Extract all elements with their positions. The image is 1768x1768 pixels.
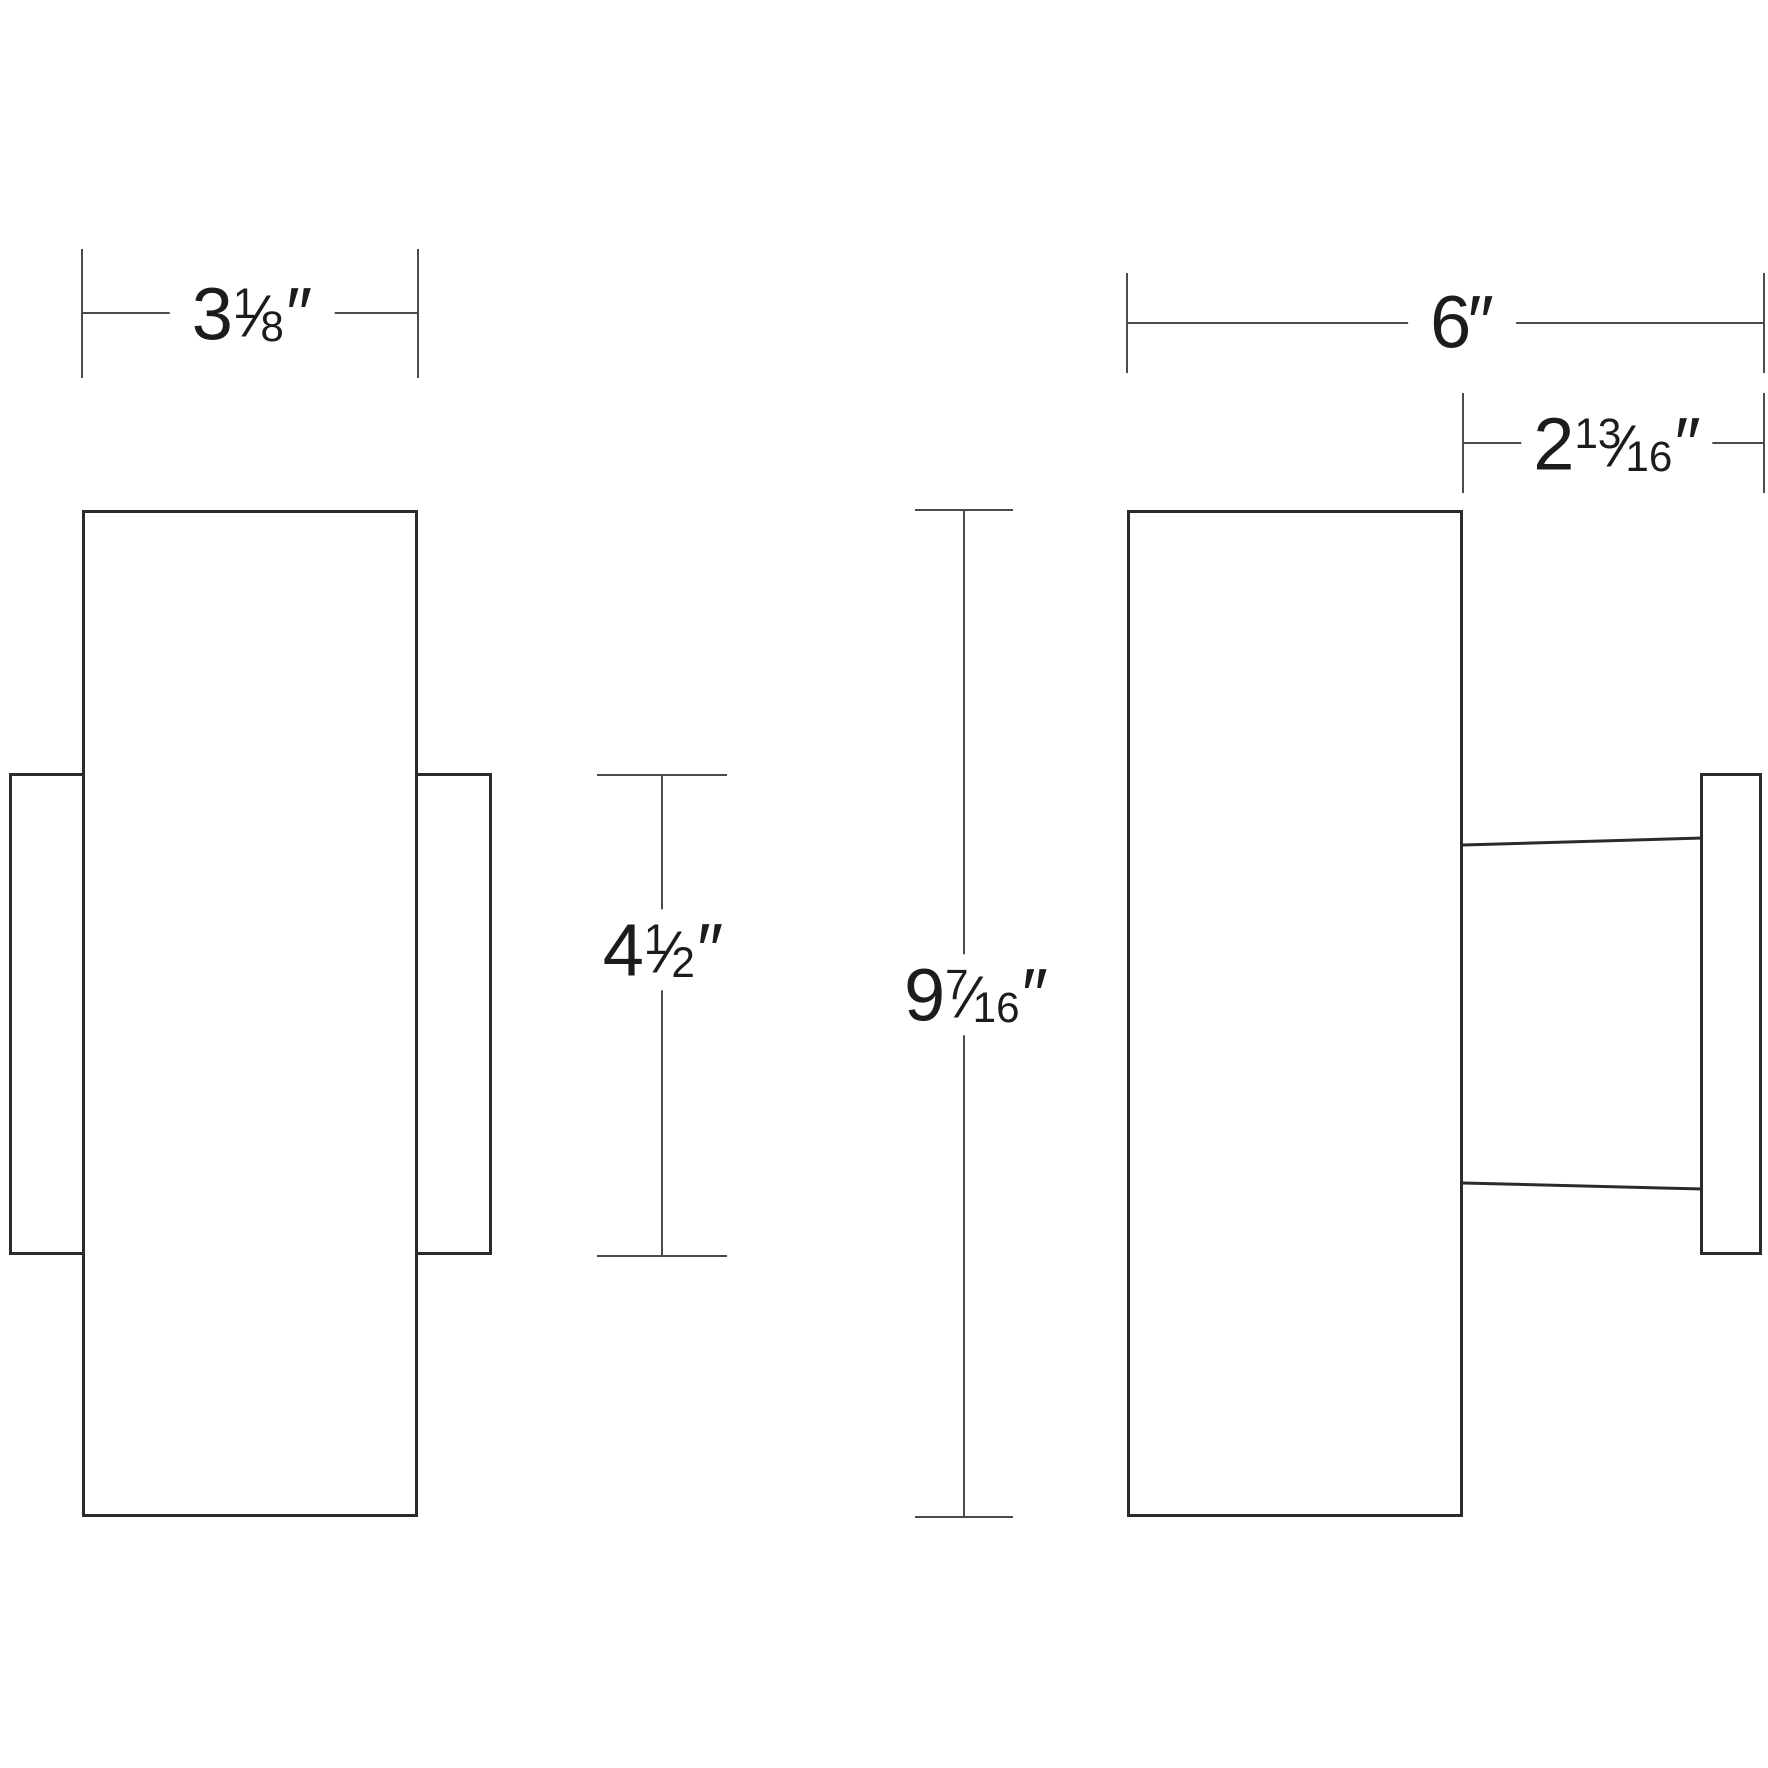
dim-value-numerator: 7 — [945, 961, 969, 1009]
dim-extension-depth-label: 213⁄16″ — [1521, 402, 1713, 486]
dim-overall-height-label: 97⁄16″ — [894, 953, 1058, 1037]
fraction-slash: ⁄ — [664, 918, 675, 986]
inches-mark: ″ — [1674, 402, 1701, 486]
dim-value-whole: 2 — [1533, 402, 1575, 486]
dim-front-width-tick-right — [417, 249, 419, 378]
inches-mark: ″ — [286, 272, 313, 356]
dim-backplate-height-line — [661, 775, 663, 1256]
dim-value-denominator: 16 — [1625, 432, 1673, 480]
fraction-slash: ⁄ — [965, 963, 976, 1031]
inches-mark: ″ — [1021, 953, 1048, 1037]
dim-value-whole: 6 — [1430, 280, 1472, 364]
dim-value-whole: 4 — [602, 908, 644, 992]
side-view-mounting-arm — [1462, 836, 1703, 1191]
inches-mark: ″ — [1467, 280, 1494, 364]
inches-mark: ″ — [697, 908, 724, 992]
dim-backplate-height-tick-bottom — [597, 1255, 727, 1257]
dim-value-numerator: 1 — [643, 916, 668, 964]
fraction-slash: ⁄ — [1618, 412, 1629, 480]
dim-overall-depth-label: 6″ — [1408, 280, 1516, 364]
dim-value-whole: 3 — [191, 272, 233, 356]
dim-overall-height-tick-bottom — [915, 1516, 1013, 1518]
dim-value-numerator: 1 — [232, 280, 257, 328]
front-view-body — [82, 510, 418, 1517]
side-view-backplate — [1700, 773, 1762, 1255]
dim-value-whole: 9 — [904, 953, 946, 1037]
dim-front-width-label: 31⁄8″ — [169, 272, 335, 356]
fraction-slash: ⁄ — [253, 282, 264, 350]
side-view-body — [1127, 510, 1463, 1517]
dim-value-denominator: 16 — [972, 983, 1020, 1031]
dim-value-denominator: 8 — [260, 302, 284, 350]
dim-backplate-height-label: 41⁄2″ — [590, 908, 736, 992]
dim-value-denominator: 2 — [671, 938, 695, 986]
dim-value-numerator: 13 — [1574, 410, 1622, 458]
